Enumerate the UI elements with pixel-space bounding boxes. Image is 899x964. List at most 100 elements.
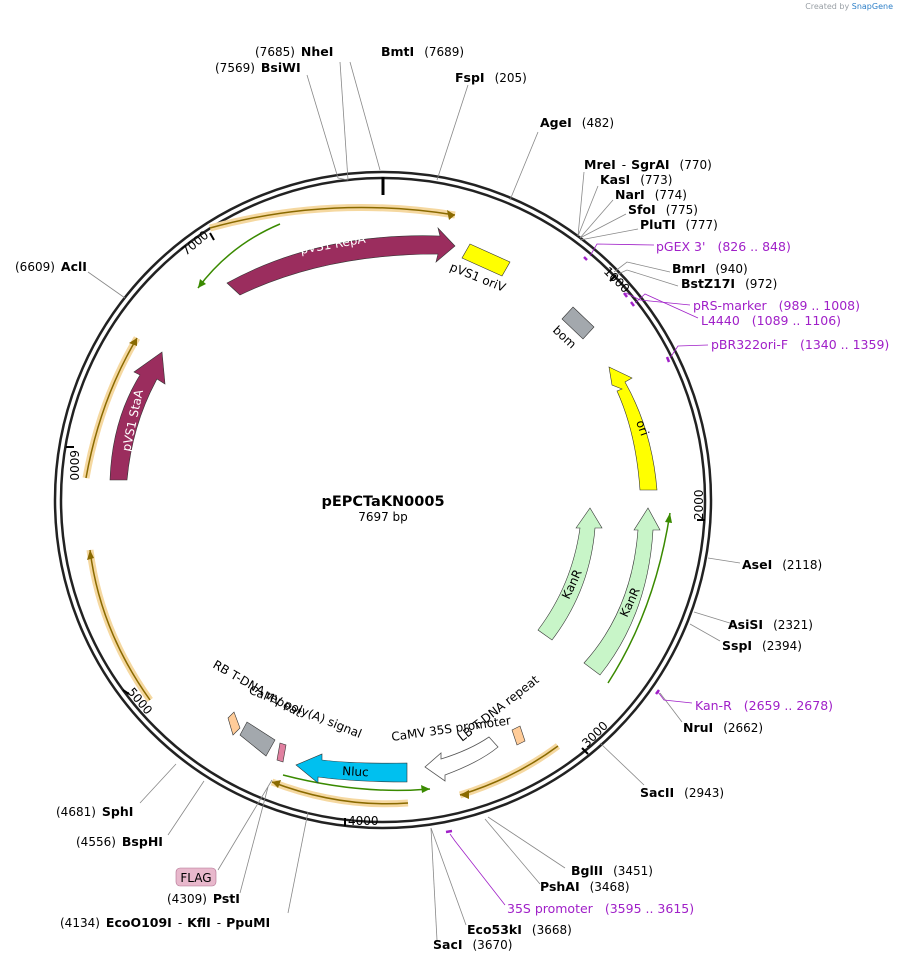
orf-arc-left-bottom-line bbox=[89, 549, 151, 701]
site-sphi: (4681)SphI bbox=[56, 804, 133, 819]
leader-bsiwi bbox=[306, 74, 349, 181]
primer-mark-35s bbox=[445, 829, 453, 834]
leader-sphi bbox=[139, 763, 177, 804]
site-nari: NarI(774) bbox=[615, 187, 687, 202]
site-nhei: (7685)NheI bbox=[255, 44, 333, 59]
leader-fspi bbox=[436, 84, 469, 181]
feature-rb-t-dna-repeat bbox=[239, 721, 276, 757]
feature-lb-t-dna-repeat bbox=[511, 725, 526, 746]
leader-kasi bbox=[577, 185, 599, 237]
site-mrei-sgrai: MreI-SgrAI(770) bbox=[584, 157, 712, 172]
tick-label-6000: 6000 bbox=[67, 450, 81, 481]
leader-nhei bbox=[339, 61, 349, 181]
leader-eco53ki bbox=[430, 827, 467, 926]
leader-saci bbox=[430, 827, 438, 941]
site-sspi: SspI(2394) bbox=[722, 638, 802, 653]
site-asisi: AsiSI(2321) bbox=[728, 617, 813, 632]
leader-bstz17i bbox=[615, 269, 679, 287]
tick-label-4000: 4000 bbox=[348, 814, 379, 828]
leader-mrei bbox=[577, 171, 585, 237]
feature-bom bbox=[561, 306, 595, 340]
site-bsiwi: (7569)BsiWI bbox=[215, 60, 301, 75]
feature-lb-t-dna-repeat-label: LB T-DNA repeat bbox=[455, 672, 542, 744]
site-saci: SacI(3670) bbox=[433, 937, 512, 952]
site-bsphi: (4556)BspHI bbox=[76, 834, 163, 849]
orf-arc-bottom-right-line bbox=[459, 745, 559, 796]
primer-35s-promoter: 35S promoter(3595 .. 3615) bbox=[507, 901, 694, 916]
site-pluti: PluTI(777) bbox=[640, 217, 718, 232]
feature-ori bbox=[608, 366, 658, 491]
primer-prs-marker: pRS-marker(989 .. 1008) bbox=[693, 298, 860, 313]
site-agei: AgeI(482) bbox=[540, 115, 614, 130]
feature-ori-label: ori bbox=[633, 418, 651, 437]
orf-arrow-left-bottom bbox=[87, 550, 94, 560]
orf-arc-left-bottom bbox=[86, 549, 153, 703]
leader-flag bbox=[217, 779, 273, 871]
feature-camv-polya-label: CaMV poly(A) signal bbox=[247, 683, 364, 741]
green-arc-top bbox=[197, 223, 281, 289]
flag-badge bbox=[175, 867, 217, 887]
orf-arcs bbox=[82, 203, 672, 808]
leader-sacii bbox=[599, 742, 645, 786]
feature-kanr-1 bbox=[537, 507, 603, 641]
site-eco53ki: Eco53kI(3668) bbox=[467, 922, 572, 937]
primer-kan-r: Kan-R(2659 .. 2678) bbox=[695, 698, 833, 713]
feature-small-repeat bbox=[227, 711, 241, 736]
site-fspi: FspI(205) bbox=[455, 70, 527, 85]
site-sfoi: SfoI(775) bbox=[628, 202, 698, 217]
leader-bmti bbox=[349, 61, 381, 171]
green-arrow-bottom bbox=[421, 785, 430, 793]
leader-pluti bbox=[579, 228, 639, 241]
green-arc-bottom bbox=[282, 774, 431, 792]
primer-leader-lines bbox=[449, 243, 709, 906]
primer-mark-l4440 bbox=[630, 301, 635, 307]
site-bglii: BglII(3451) bbox=[571, 863, 653, 878]
leader-l4440 bbox=[634, 293, 699, 319]
green-arrow-right bbox=[665, 513, 672, 523]
leader-prs bbox=[625, 292, 691, 306]
tick-5000 bbox=[122, 689, 130, 695]
primer-mark-prs bbox=[623, 292, 628, 298]
leader-pbr322 bbox=[669, 344, 709, 359]
snapgene-watermark: Created by SnapGene bbox=[805, 2, 893, 11]
green-arrow-top bbox=[198, 279, 206, 288]
site-bmri: BmrI(940) bbox=[672, 261, 748, 276]
primer-pbr322ori-f: pBR322ori-F(1340 .. 1359) bbox=[711, 337, 889, 352]
primer-mark-pgex bbox=[583, 256, 588, 261]
leader-agei bbox=[509, 131, 539, 201]
watermark-prefix: Created by bbox=[805, 2, 850, 11]
feature-pvs1-oriv bbox=[461, 243, 511, 277]
leader-bsphi bbox=[167, 780, 205, 836]
primer-pgex: pGEX 3'(826 .. 848) bbox=[656, 239, 791, 254]
feature-pvs1-staa bbox=[109, 351, 166, 481]
green-arc-right bbox=[607, 512, 671, 684]
plasmid-name: pEPCTaKN0005 bbox=[321, 494, 444, 510]
tick-1000 bbox=[609, 274, 617, 282]
orf-arrow-bottom-right bbox=[460, 790, 469, 799]
site-bstz17i: BstZ17I(972) bbox=[681, 276, 777, 291]
leader-kanr bbox=[657, 691, 693, 704]
leader-pshai bbox=[484, 818, 541, 885]
leader-pgex bbox=[589, 243, 655, 257]
leader-eco0109i bbox=[287, 811, 309, 914]
site-pshai: PshAI(3468) bbox=[540, 879, 630, 894]
plasmid-size: 7697 bp bbox=[358, 510, 408, 524]
site-nrui: NruI(2662) bbox=[683, 720, 763, 735]
feature-pvs1-repa bbox=[226, 226, 456, 296]
feature-kanr-2 bbox=[583, 507, 661, 676]
leader-lines bbox=[87, 61, 741, 941]
site-labels: (7685)NheI (7569)BsiWI BmtI(7689) FspI(2… bbox=[15, 44, 822, 952]
primer-mark-kanr bbox=[655, 689, 660, 695]
leader-bmri bbox=[613, 261, 671, 273]
primer-l4440: L4440(1089 .. 1106) bbox=[701, 313, 841, 328]
orf-arc-bottom-line bbox=[271, 781, 409, 805]
leader-acli bbox=[87, 271, 126, 299]
leader-nrui bbox=[659, 692, 683, 723]
flag-label: FLAG bbox=[180, 871, 211, 885]
orf-arrow-left-top bbox=[129, 338, 137, 346]
primer-labels: pGEX 3'(826 .. 848) pRS-marker(989 .. 10… bbox=[507, 239, 889, 916]
feature-camv-35s-promoter bbox=[424, 736, 499, 782]
leader-35s bbox=[449, 833, 506, 906]
site-acli: (6609)AclI bbox=[15, 259, 87, 274]
